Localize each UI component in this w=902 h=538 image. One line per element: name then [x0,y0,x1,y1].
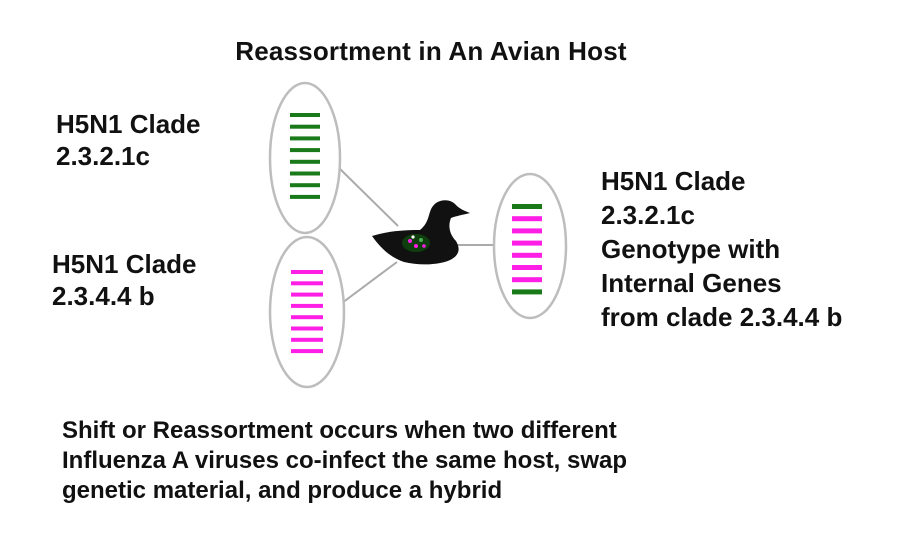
gene-segment [512,265,542,270]
caption-line: genetic material, and produce a hybrid [62,477,503,504]
diagram-title: Reassortment in An Avian Host [235,36,627,66]
gene-segment [291,315,323,320]
virus-ellipse-right [492,172,568,320]
gene-segment [290,148,320,153]
gene-segment [290,136,320,141]
gene-segment [512,204,542,209]
caption-line: Shift or Reassortment occurs when two di… [62,417,617,444]
gene-segment [290,194,320,199]
gene-segment [290,171,320,176]
virus-ellipse-top-left [268,81,342,235]
virus-particle-icon [411,235,415,239]
gene-segment [290,183,320,188]
virus-particle-icon [408,239,412,243]
gene-segments-top-left [290,113,320,199]
gene-segment [512,289,542,295]
label-line: H5N1 Clade [52,249,197,279]
gene-segments-bottom-left [291,270,323,354]
gene-segment [291,349,323,354]
label-line: H5N1 Clade [601,166,746,196]
connector-top-to-bird [337,166,399,227]
gene-segment [290,159,320,164]
caption-line: Influenza A viruses co-infect the same h… [62,447,628,474]
label-line: 2.3.4.4 b [52,281,155,311]
gene-segment [512,252,542,258]
gene-segment [291,337,323,342]
gene-segment [512,240,542,246]
label-line: 2.3.2.1c [601,200,695,230]
gene-segment [512,228,542,234]
gene-segment [291,292,323,297]
gene-segment [512,277,542,283]
infected-cell-icon [402,234,430,252]
label-line: Genotype with [601,234,781,264]
gene-segment [291,326,323,331]
virus-particle-icon [422,244,426,248]
label-reassortant: H5N1 Clade 2.3.2.1c Genotype with Intern… [601,164,842,334]
gene-segment [290,113,320,117]
label-line: H5N1 Clade [56,109,201,139]
virus-particle-icon [414,244,418,248]
duck-icon [372,200,470,265]
gene-segment [291,303,323,308]
gene-segment [291,281,323,286]
label-line: Internal Genes [601,268,782,298]
label-clade-2344b-parent: H5N1 Clade 2.3.4.4 b [52,248,197,312]
virus-ellipse-bottom-left [268,235,346,389]
gene-segment [290,124,320,129]
caption: Shift or Reassortment occurs when two di… [62,416,627,506]
gene-segments-right [512,204,542,295]
label-clade-2321c-parent: H5N1 Clade 2.3.2.1c [56,108,201,172]
connector-bottom-to-bird [341,261,398,304]
duck-silhouette [372,200,470,265]
label-line: from clade 2.3.4.4 b [601,302,843,332]
gene-segment [512,216,542,222]
label-line: 2.3.2.1c [56,141,150,171]
gene-segment [291,270,323,274]
virus-particle-icon [419,238,423,242]
